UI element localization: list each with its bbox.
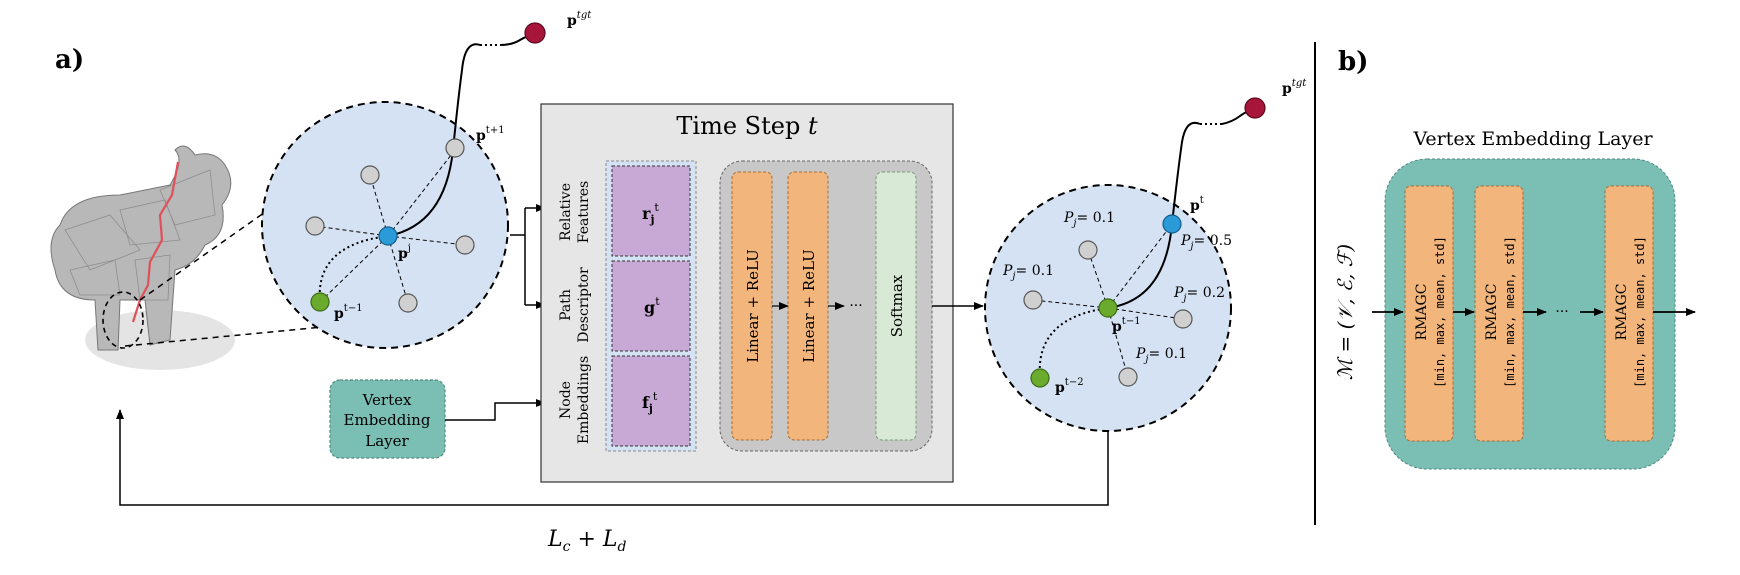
zoom-region xyxy=(102,291,144,349)
feedback-arrow xyxy=(116,409,1109,506)
prob-label: Pj= 0.1 xyxy=(1002,263,1054,282)
label-p-t-minus-1: pt−1 xyxy=(334,303,363,322)
selected-node xyxy=(1162,214,1182,234)
label-target-left: ptgt xyxy=(567,10,592,29)
label-p-j: pj xyxy=(398,243,411,262)
svg-text:Layer: Layer xyxy=(365,432,409,450)
layer-ellipsis: ··· xyxy=(849,298,862,314)
previous-node xyxy=(1030,368,1050,388)
target-node-right xyxy=(1244,97,1266,119)
label-p-t: pt xyxy=(1190,195,1204,214)
feature-node xyxy=(611,355,691,447)
label-p-t-plus-1: pt+1 xyxy=(476,125,505,144)
neighbor-node xyxy=(1173,309,1193,329)
label-p-t-minus-1-right: pt−1 xyxy=(1112,316,1141,335)
svg-text:RMAGC: RMAGC xyxy=(1614,284,1630,341)
left-neighborhood-circle: pt+1 pj pt−1 xyxy=(261,34,536,349)
vertex-embedding-box: Vertex Embedding Layer xyxy=(329,379,446,459)
previous-node xyxy=(310,292,330,312)
panel-b-title: Vertex Embedding Layer xyxy=(1412,128,1653,150)
svg-text:Vertex: Vertex xyxy=(362,391,412,409)
current-node xyxy=(1098,298,1118,318)
svg-text:[min, max, mean, std]: [min, max, mean, std] xyxy=(1503,236,1517,388)
prob-label: Pj= 0.5 xyxy=(1180,233,1232,252)
time-step-title: Time Step t xyxy=(676,112,818,140)
neighbor-node xyxy=(305,216,325,236)
target-node-left xyxy=(524,22,546,44)
feature-relative xyxy=(611,165,691,257)
rmagc-block-1: RMAGC [min, max, mean, std] xyxy=(1404,185,1454,442)
svg-text:[min, max, mean, std]: [min, max, mean, std] xyxy=(1433,236,1447,388)
rmagc-block-2: RMAGC [min, max, mean, std] xyxy=(1474,185,1524,442)
embedding-layer-container xyxy=(1384,158,1676,470)
layer-label-1: Linear + ReLU xyxy=(744,249,762,362)
feature-f-label: fjt xyxy=(642,390,658,415)
current-node xyxy=(378,226,398,246)
cow-mesh-illustration xyxy=(50,145,235,370)
layer-label-2: Linear + ReLU xyxy=(800,249,818,362)
right-neighborhood-circle: pt pt−1 pt−2 Pj= 0.1 Pj= 0.1 Pj= 0.5 Pj=… xyxy=(984,109,1256,432)
block-ellipsis: ··· xyxy=(1555,304,1568,320)
layer-label-softmax: Softmax xyxy=(888,274,906,337)
neighbor-node xyxy=(1118,367,1138,387)
label-p-t-minus-2: pt−2 xyxy=(1055,377,1084,396)
prob-label: Pj= 0.1 xyxy=(1135,346,1187,365)
mesh-input-label: ℳ = (𝒱, ℰ, ℱ) xyxy=(1333,244,1357,380)
label-target-right: ptgt xyxy=(1282,78,1307,97)
neighbor-node xyxy=(1023,290,1043,310)
neighbor-node xyxy=(398,293,418,313)
svg-text:RMAGC: RMAGC xyxy=(1484,284,1500,341)
neighbor-node xyxy=(360,165,380,185)
feature-path xyxy=(611,260,691,352)
neighbor-node xyxy=(455,235,475,255)
layer-softmax xyxy=(875,171,917,441)
svg-text:[min, max, mean, std]: [min, max, mean, std] xyxy=(1633,236,1647,388)
panel-a-label: a) xyxy=(55,45,84,75)
feature-g-label: gt xyxy=(644,295,660,317)
loss-label: Lc + Ld xyxy=(547,527,626,555)
svg-text:Embedding: Embedding xyxy=(344,411,431,429)
prob-label: Pj= 0.1 xyxy=(1063,210,1115,229)
panel-b-label: b) xyxy=(1338,47,1368,77)
rmagc-block-n: RMAGC [min, max, mean, std] xyxy=(1604,185,1654,442)
feature-r-label: rjt xyxy=(642,201,659,226)
next-node xyxy=(445,138,465,158)
neighbor-node xyxy=(1078,240,1098,260)
prob-label: Pj= 0.2 xyxy=(1173,285,1225,304)
svg-text:RMAGC: RMAGC xyxy=(1414,284,1430,341)
